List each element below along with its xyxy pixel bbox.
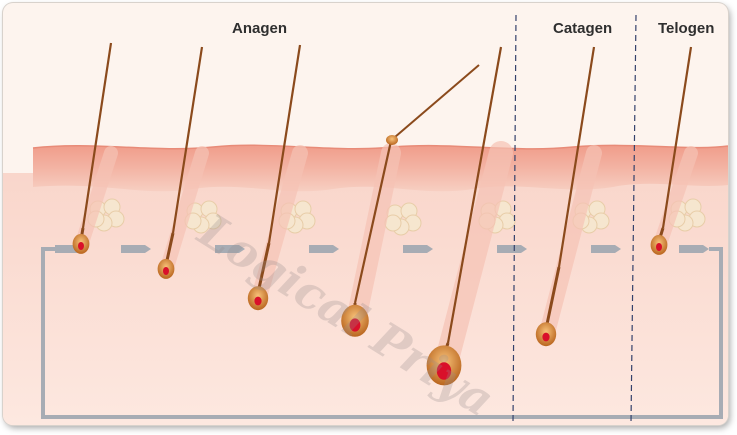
cycle-arrow <box>591 245 621 253</box>
dermal-papilla <box>542 332 550 342</box>
divider-anagen-catagen <box>512 14 517 424</box>
dermal-papilla <box>349 318 361 332</box>
shed-hair-shaft <box>394 64 480 138</box>
follicle-sheath <box>652 146 698 254</box>
hair-shaft <box>353 140 393 304</box>
hair-follicle <box>157 46 209 279</box>
follicle-sheath <box>250 145 308 309</box>
shed-club-hair <box>386 64 480 145</box>
cycle-arrow <box>679 245 709 253</box>
hair-follicle <box>650 46 698 255</box>
hair-follicle <box>535 46 602 347</box>
phase-label-catagen: Catagen <box>553 20 613 37</box>
hair-root <box>544 266 561 330</box>
cycle-arrows <box>55 245 709 253</box>
cycle-arrow <box>497 245 527 253</box>
dermal-papilla <box>436 362 452 380</box>
hair-follicle <box>341 140 401 337</box>
cycle-arrow <box>309 245 339 253</box>
diagram-frame: Logical Priya Anagen Catagen Telogen <box>3 3 728 425</box>
follicle-sheath <box>538 145 602 345</box>
follicle-sheath <box>432 141 513 383</box>
cycle-return-path <box>41 247 723 419</box>
hair-shaft <box>446 46 503 344</box>
hair-follicle <box>426 46 513 386</box>
hair-follicle <box>72 42 118 254</box>
follicle-sheath <box>74 146 118 253</box>
hair-shaft <box>661 46 693 229</box>
dermal-papilla <box>254 296 262 306</box>
hair-cycle-illustration <box>3 14 728 425</box>
hair-follicle <box>247 44 308 311</box>
dermal-papilla <box>163 267 169 275</box>
cycle-arrow <box>215 245 245 253</box>
hair-shaft <box>171 46 204 234</box>
follicle-sheath <box>159 146 209 278</box>
cycle-arrow <box>121 245 151 253</box>
phase-label-telogen: Telogen <box>658 20 715 37</box>
hair-shaft <box>81 42 113 229</box>
sebaceous-gland <box>384 202 422 236</box>
club-root <box>386 135 398 145</box>
hair-root <box>256 242 271 294</box>
phase-label-anagen: Anagen <box>232 20 288 37</box>
dermal-papilla <box>78 242 84 250</box>
cycle-arrow <box>403 245 433 253</box>
hair-shaft <box>267 44 302 244</box>
divider-catagen-telogen <box>630 14 637 424</box>
follicle-sheath <box>345 143 401 335</box>
hair-follicles <box>72 42 698 386</box>
dermal-papilla <box>656 243 662 251</box>
hair-shaft <box>557 46 596 268</box>
